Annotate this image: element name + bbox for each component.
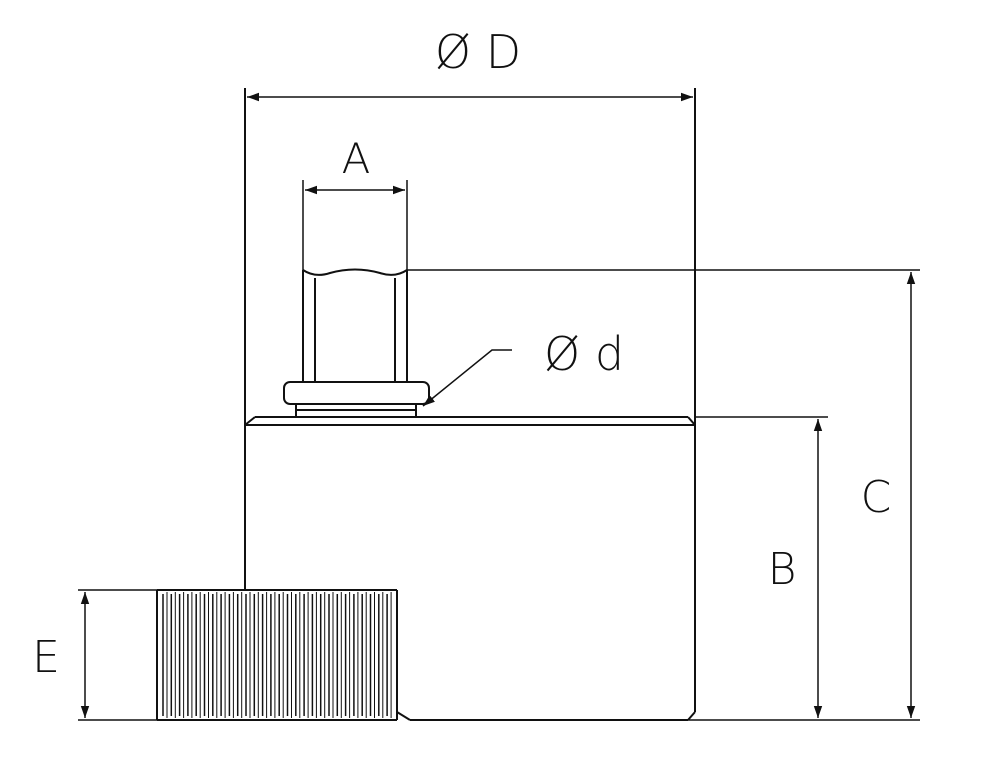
threaded-port <box>156 589 398 721</box>
top-fitting <box>283 268 430 417</box>
label-outer-diameter: Ø D <box>435 25 521 79</box>
label-body-height: B <box>768 544 797 595</box>
dimension-lines <box>80 92 916 718</box>
label-port-diameter: Ø d <box>544 327 624 381</box>
leader-d <box>422 349 512 407</box>
label-hex-width: A <box>342 134 371 183</box>
label-thread-length: E <box>32 632 60 683</box>
extension-lines <box>78 180 920 721</box>
label-total-height: C <box>861 472 892 523</box>
